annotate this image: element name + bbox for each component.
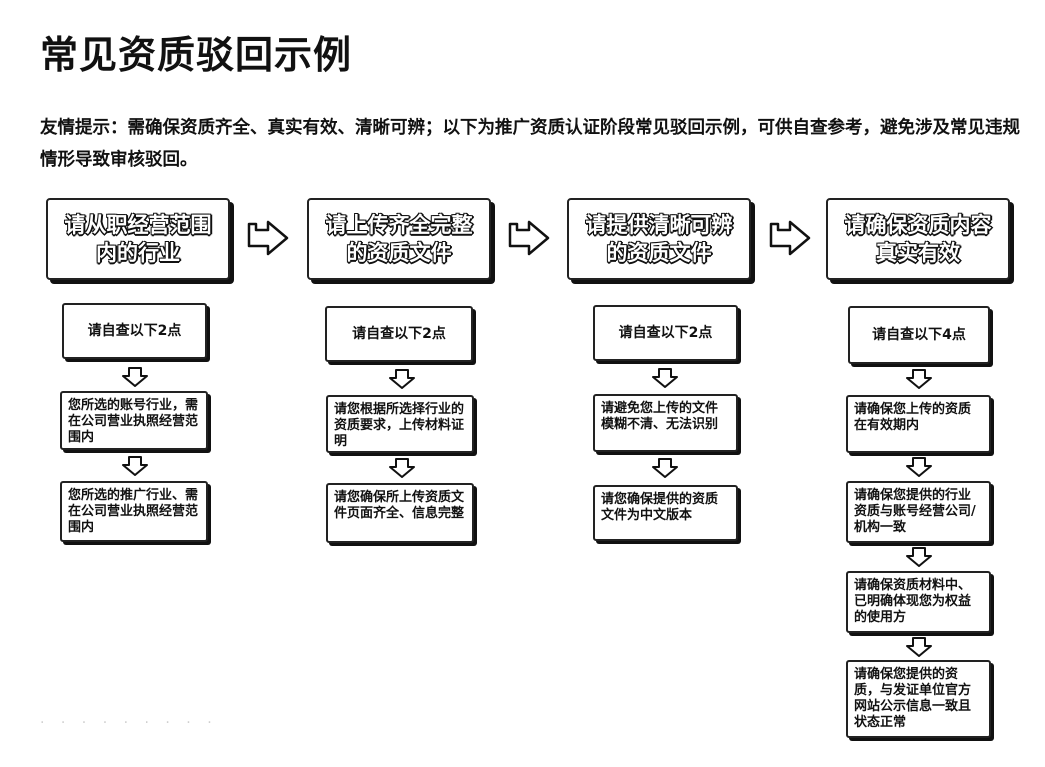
header-3-text: 请提供清晰可辨的资质文件 <box>585 213 733 265</box>
header-box-4: 请确保资质内容真实有效 <box>826 198 1010 280</box>
check-4-text: 请自查以下4点 <box>872 327 966 343</box>
check-box-2: 请自查以下2点 <box>325 306 473 362</box>
faint-footer-marks: · · · · · · · · · <box>40 715 218 731</box>
down-arrow-icon <box>652 368 678 388</box>
item-box-3-2: 请您确保提供的资质文件为中文版本 <box>593 485 738 541</box>
item-box-4-4: 请确保您提供的资质，与发证单位官方网站公示信息一致且状态正常 <box>846 660 991 738</box>
item-2-1-text: 请您根据所选择行业的资质要求，上传材料证明 <box>334 402 465 449</box>
header-4-text: 请确保资质内容真实有效 <box>844 213 992 265</box>
check-3-text: 请自查以下2点 <box>618 325 713 341</box>
item-1-2-text: 您所选的推广行业、需在公司营业执照经营范围内 <box>68 488 199 535</box>
item-4-3-text: 请确保资质材料中、已明确体现您为权益的使用方 <box>854 578 972 625</box>
down-arrow-icon <box>906 547 932 567</box>
down-arrow-icon <box>389 369 415 389</box>
page-title: 常见资质驳回示例 <box>40 33 353 77</box>
item-4-1-text: 请确保您上传的资质在有效期内 <box>854 402 972 433</box>
item-3-1-text: 请避免您上传的文件模糊不清、无法识别 <box>601 401 719 432</box>
down-arrow-icon <box>389 458 415 478</box>
item-box-2-1: 请您根据所选择行业的资质要求，上传材料证明 <box>326 395 474 453</box>
down-arrow-icon <box>906 457 932 477</box>
item-2-2-text: 请您确保所上传资质文件页面齐全、信息完整 <box>334 490 465 521</box>
header-2-text: 请上传齐全完整的资质文件 <box>325 213 473 265</box>
check-2-text: 请自查以下2点 <box>352 326 446 342</box>
check-box-4: 请自查以下4点 <box>848 306 990 364</box>
down-arrow-icon <box>906 637 932 657</box>
header-1-text: 请从职经营范围内的行业 <box>64 213 212 265</box>
item-box-4-3: 请确保资质材料中、已明确体现您为权益的使用方 <box>846 571 991 633</box>
right-arrow-icon <box>247 220 289 256</box>
item-box-2-2: 请您确保所上传资质文件页面齐全、信息完整 <box>326 483 474 543</box>
check-box-3: 请自查以下2点 <box>593 305 738 361</box>
down-arrow-icon <box>652 458 678 478</box>
item-box-1-1: 您所选的账号行业，需在公司营业执照经营范围内 <box>60 391 208 450</box>
header-box-3: 请提供清晰可辨的资质文件 <box>567 198 751 280</box>
header-box-1: 请从职经营范围内的行业 <box>46 198 230 280</box>
down-arrow-icon <box>906 369 932 389</box>
item-box-1-2: 您所选的推广行业、需在公司营业执照经营范围内 <box>60 481 208 542</box>
right-arrow-icon <box>508 220 550 256</box>
item-4-4-text: 请确保您提供的资质，与发证单位官方网站公示信息一致且状态正常 <box>854 667 972 730</box>
header-box-2: 请上传齐全完整的资质文件 <box>307 198 491 280</box>
item-3-2-text: 请您确保提供的资质文件为中文版本 <box>601 492 719 523</box>
check-1-text: 请自查以下2点 <box>87 323 182 339</box>
right-arrow-icon <box>769 220 811 256</box>
down-arrow-icon <box>122 456 148 476</box>
item-box-3-1: 请避免您上传的文件模糊不清、无法识别 <box>593 394 738 452</box>
item-4-2-text: 请确保您提供的行业资质与账号经营公司/机构一致 <box>854 488 976 535</box>
check-box-1: 请自查以下2点 <box>62 303 207 359</box>
down-arrow-icon <box>122 367 148 387</box>
item-box-4-1: 请确保您上传的资质在有效期内 <box>846 395 991 453</box>
item-box-4-2: 请确保您提供的行业资质与账号经营公司/机构一致 <box>846 481 991 543</box>
item-1-1-text: 您所选的账号行业，需在公司营业执照经营范围内 <box>68 398 199 445</box>
notice-text: 友情提示：需确保资质齐全、真实有效、清晰可辨；以下为推广资质认证阶段常见驳回示例… <box>40 118 1020 170</box>
